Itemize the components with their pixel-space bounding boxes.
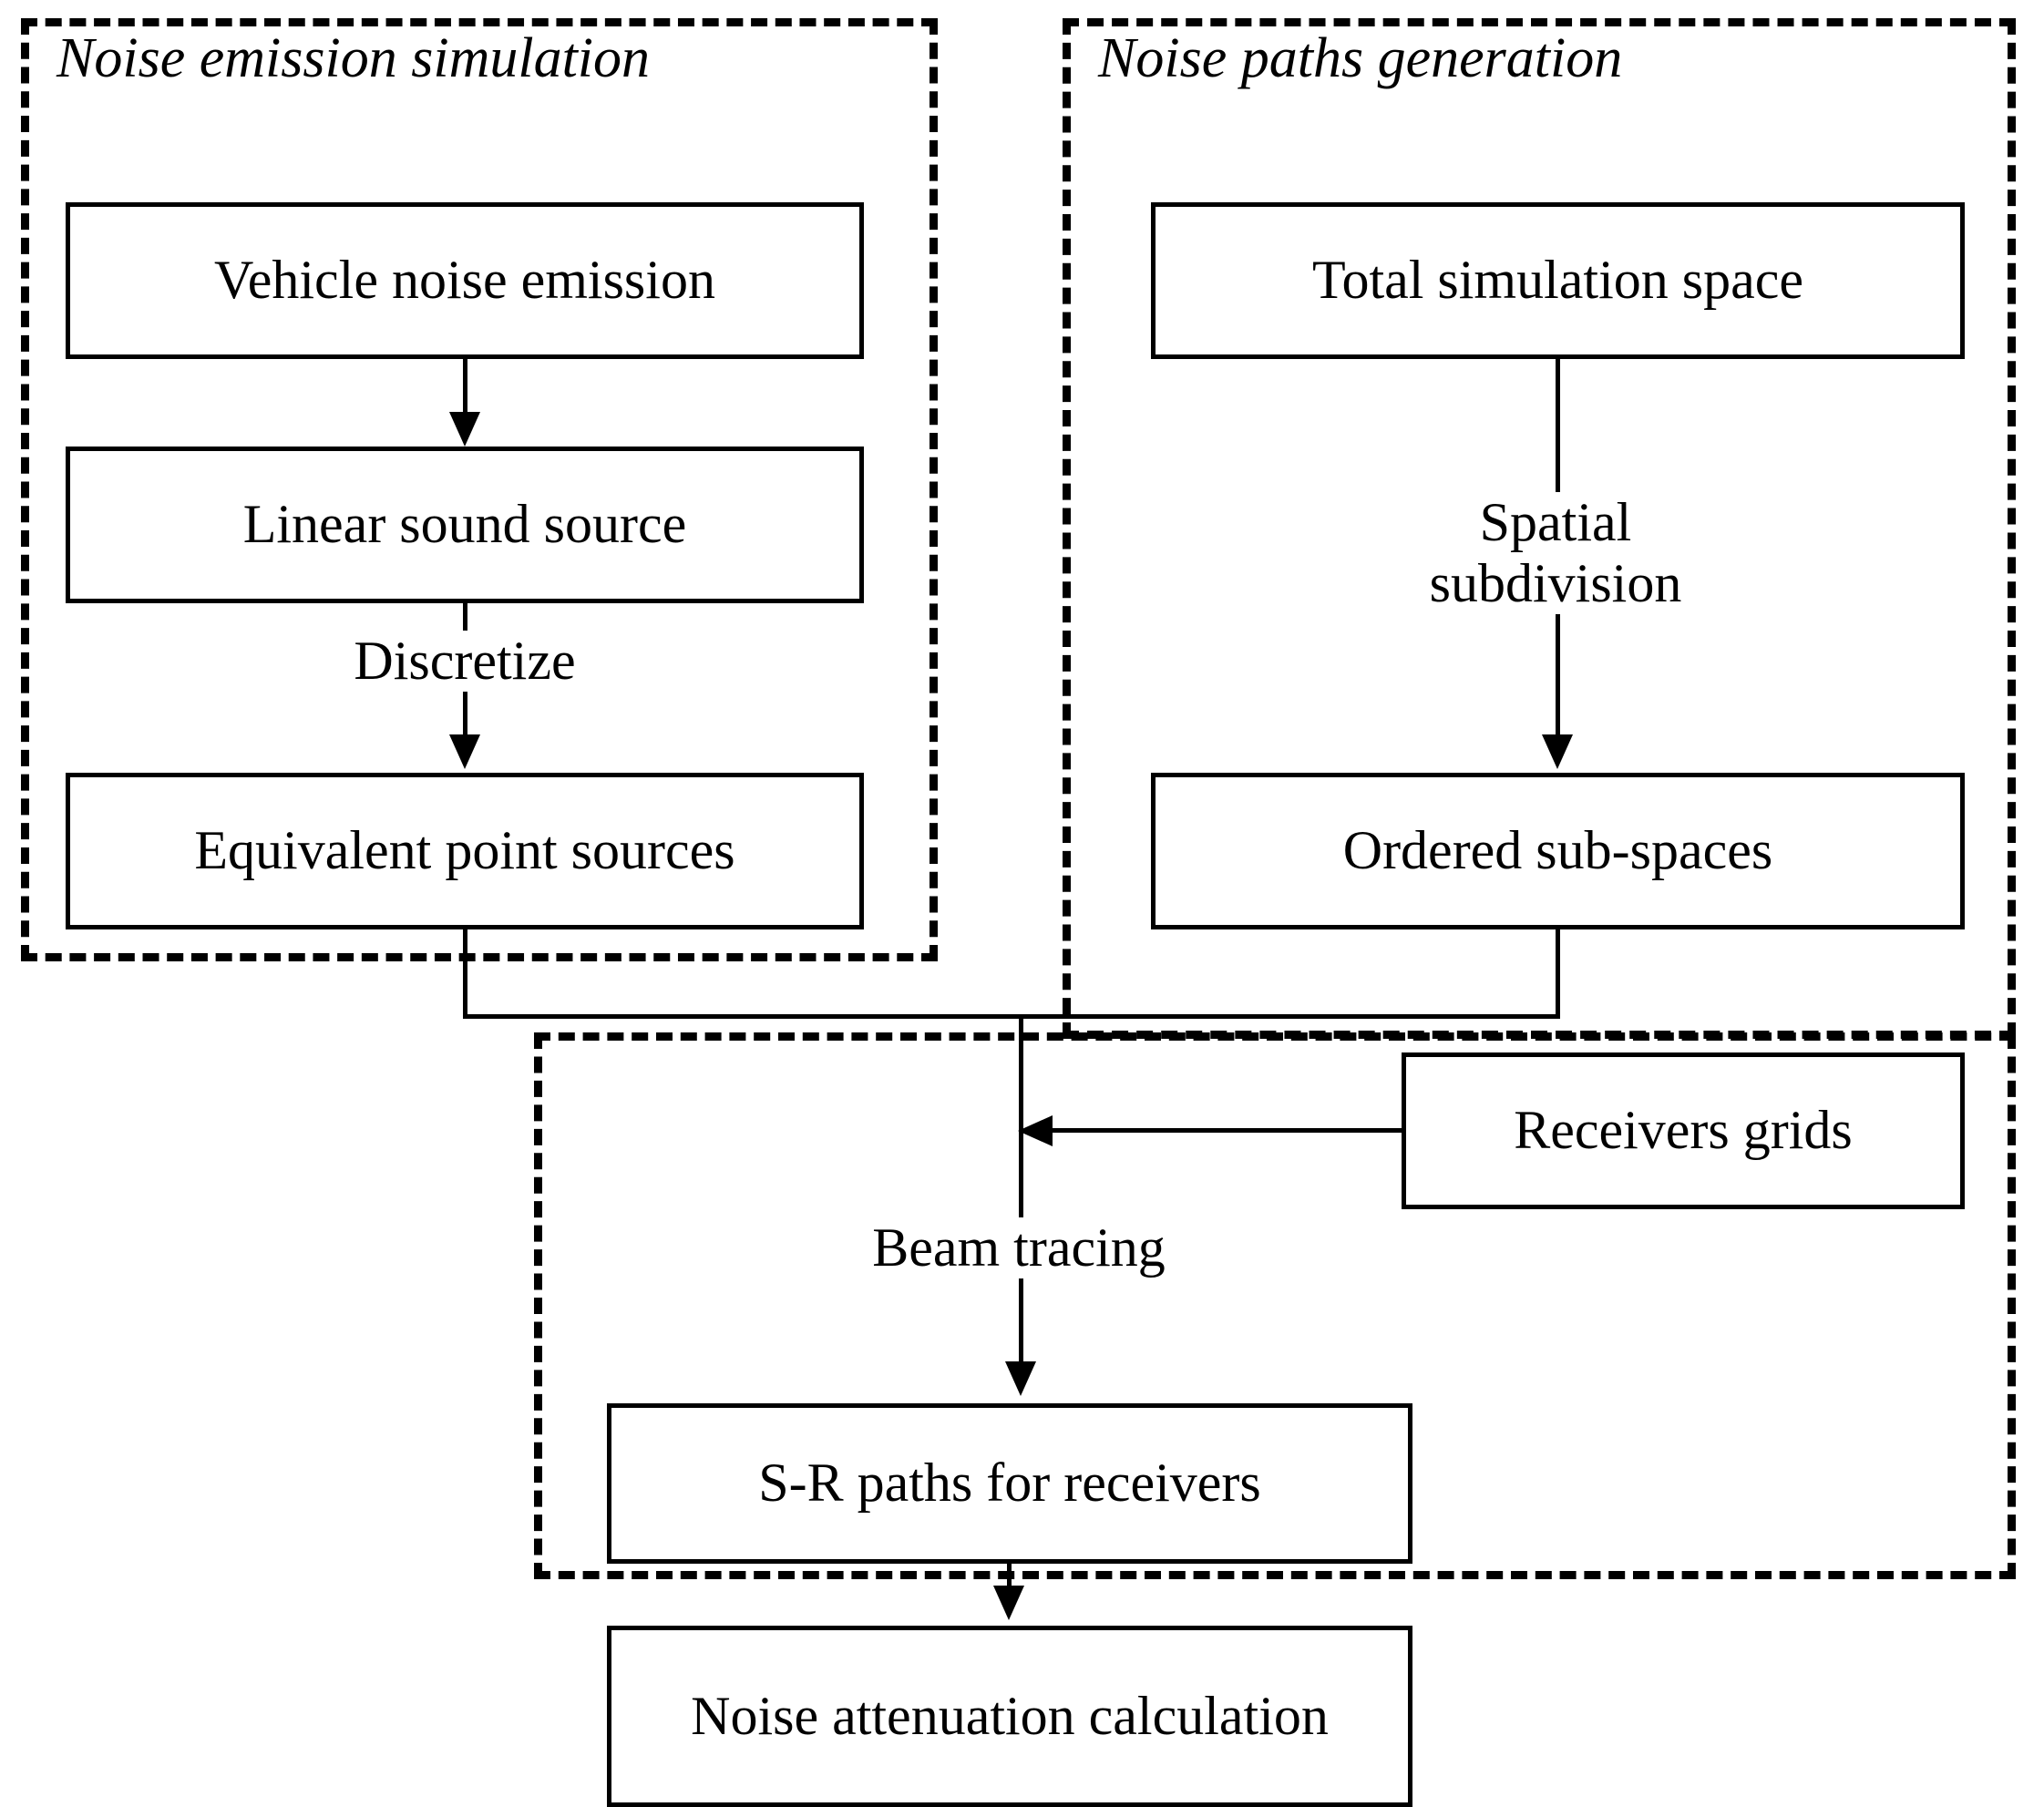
node-linear-sound-source[interactable]: Linear sound source [66, 447, 864, 603]
node-total-simulation-space[interactable]: Total simulation space [1151, 202, 1965, 359]
connector-equivalent-drop [463, 929, 467, 1019]
node-receivers-grids[interactable]: Receivers grids [1402, 1052, 1965, 1209]
node-label: S-R paths for receivers [758, 1453, 1261, 1514]
node-label: Total simulation space [1311, 250, 1803, 311]
connector-receivers-to-trunk [1053, 1128, 1404, 1133]
node-noise-attenuation-calculation[interactable]: Noise attenuation calculation [607, 1626, 1412, 1807]
node-label: Receivers grids [1514, 1100, 1853, 1161]
connector-beam-tracing-trunk [1019, 1014, 1023, 1368]
node-label: Equivalent point sources [194, 820, 735, 881]
arrowhead-beam-tracing [1005, 1361, 1036, 1396]
node-label: Vehicle noise emission [214, 250, 715, 311]
connector-merge-bus [463, 1014, 1560, 1019]
arrowhead-linear-to-equivalent [449, 734, 480, 769]
node-label: Linear sound source [242, 494, 687, 555]
arrowhead-total-to-ordered [1542, 734, 1573, 769]
group-title-noise-emission-simulation: Noise emission simulation [56, 27, 651, 89]
connector-srpaths-to-attenuation [1007, 1564, 1012, 1591]
node-ordered-sub-spaces[interactable]: Ordered sub-spaces [1151, 773, 1965, 929]
node-equivalent-point-sources[interactable]: Equivalent point sources [66, 773, 864, 929]
node-label: Ordered sub-spaces [1342, 820, 1773, 881]
node-label: Noise attenuation calculation [691, 1685, 1329, 1746]
connector-vehicle-to-linear [463, 359, 467, 414]
edge-label-spatial-subdivision: Spatial subdivision [1355, 492, 1756, 615]
node-sr-paths-for-receivers[interactable]: S-R paths for receivers [607, 1403, 1412, 1564]
edge-label-beam-tracing: Beam tracing [818, 1217, 1219, 1279]
connector-ordered-drop [1556, 929, 1560, 1019]
arrowhead-vehicle-to-linear [449, 412, 480, 447]
arrowhead-srpaths-to-attenuation [993, 1586, 1024, 1620]
arrowhead-receivers-to-trunk [1018, 1115, 1053, 1146]
edge-label-discretize: Discretize [301, 631, 629, 693]
group-beam-tracing-region [534, 1032, 2016, 1579]
group-noise-emission-simulation [21, 18, 938, 961]
group-title-noise-paths-generation: Noise paths generation [1098, 27, 1623, 89]
node-vehicle-noise-emission[interactable]: Vehicle noise emission [66, 202, 864, 359]
